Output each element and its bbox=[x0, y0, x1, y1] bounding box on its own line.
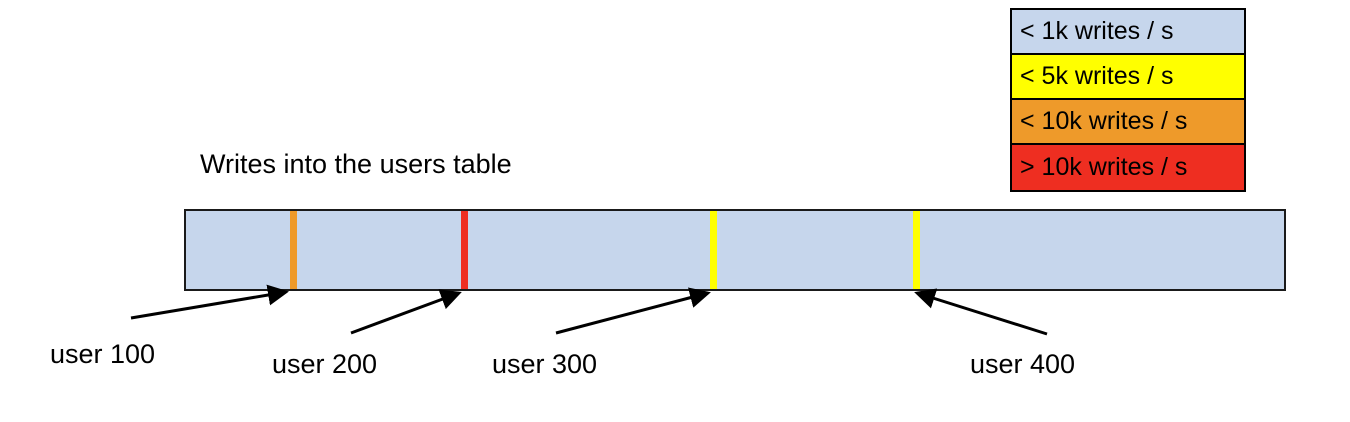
legend-row-under-5k: < 5k writes / s bbox=[1012, 55, 1244, 100]
label-user-300: user 300 bbox=[492, 349, 598, 379]
arrow-to-user-300 bbox=[555, 287, 711, 335]
legend-row-over-10k: > 10k writes / s bbox=[1012, 145, 1244, 190]
legend-row-under-10k: < 10k writes / s bbox=[1012, 100, 1244, 145]
legend-label-under-5k: < 5k writes / s bbox=[1020, 62, 1174, 90]
users-table-keyspace-bar bbox=[184, 209, 1286, 291]
chart-title: Writes into the users table bbox=[200, 149, 512, 179]
user-200-marker-stripe bbox=[461, 211, 468, 289]
legend-label-under-10k: < 10k writes / s bbox=[1020, 107, 1188, 135]
arrow-to-user-400 bbox=[914, 288, 1048, 336]
label-user-200: user 200 bbox=[272, 349, 378, 379]
user-300-marker-stripe bbox=[710, 211, 717, 289]
legend-row-under-1k: < 1k writes / s bbox=[1012, 10, 1244, 55]
arrow-to-user-200 bbox=[350, 289, 462, 335]
legend: < 1k writes / s < 5k writes / s < 10k wr… bbox=[1010, 8, 1246, 192]
label-user-400: user 400 bbox=[970, 349, 1076, 379]
legend-label-under-1k: < 1k writes / s bbox=[1020, 17, 1174, 45]
user-400-marker-stripe bbox=[913, 211, 920, 289]
user-100-marker-stripe bbox=[290, 211, 297, 289]
arrow-to-user-100 bbox=[130, 284, 289, 320]
label-user-100: user 100 bbox=[50, 339, 156, 369]
legend-label-over-10k: > 10k writes / s bbox=[1020, 153, 1188, 181]
